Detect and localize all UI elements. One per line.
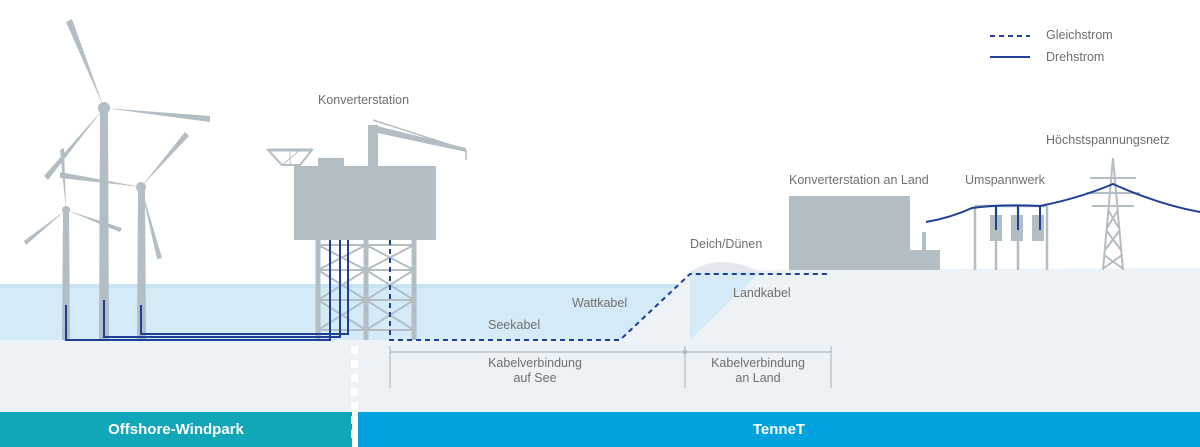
dc-cable (389, 240, 827, 341)
seabed (0, 272, 690, 412)
span-sea-line1: Kabelverbindung (488, 356, 582, 370)
band-left-bg (0, 412, 352, 447)
offshore-converter-platform (265, 119, 467, 340)
substation-label: Umspannwerk (965, 173, 1045, 187)
wind-turbine-middle (60, 132, 189, 340)
onshore-converter-label: Konverterstation an Land (789, 173, 929, 187)
offshore-converter-label: Konverterstation (318, 93, 410, 107)
span-land-line2: an Land (735, 371, 781, 385)
legend-dc-label: Gleichstrom (1046, 28, 1113, 42)
ac-cables (65, 182, 1200, 341)
dike-label: Deich/Dünen (690, 237, 763, 251)
span-markers (389, 346, 832, 388)
boundary-dashes (351, 346, 358, 438)
wind-turbine-front (44, 19, 210, 340)
grid-label: Höchstspannungsnetz (1046, 133, 1170, 147)
legend-ac-label: Drehstrom (1046, 50, 1105, 64)
transmission-pylon (1086, 157, 1140, 271)
mudflat-cable-label: Wattkabel (572, 296, 628, 310)
sea-water (0, 272, 760, 340)
span-node (682, 349, 688, 355)
sea-cable-label: Seekabel (488, 318, 541, 332)
band-right-bg (358, 412, 1200, 447)
span-sea-line2: auf See (513, 371, 557, 385)
dike-mound (690, 262, 760, 272)
land-area (690, 268, 1200, 412)
span-sea-label: Kabelverbindung auf See (470, 356, 600, 386)
span-land-line1: Kabelverbindung (711, 356, 805, 370)
land-cable-label: Landkabel (733, 286, 791, 300)
band-tennet: TenneT (752, 421, 806, 438)
span-land-label: Kabelverbindung an Land (693, 356, 823, 386)
onshore-converter-building (789, 196, 940, 270)
band-offshore-windpark: Offshore-Windpark (108, 421, 244, 438)
